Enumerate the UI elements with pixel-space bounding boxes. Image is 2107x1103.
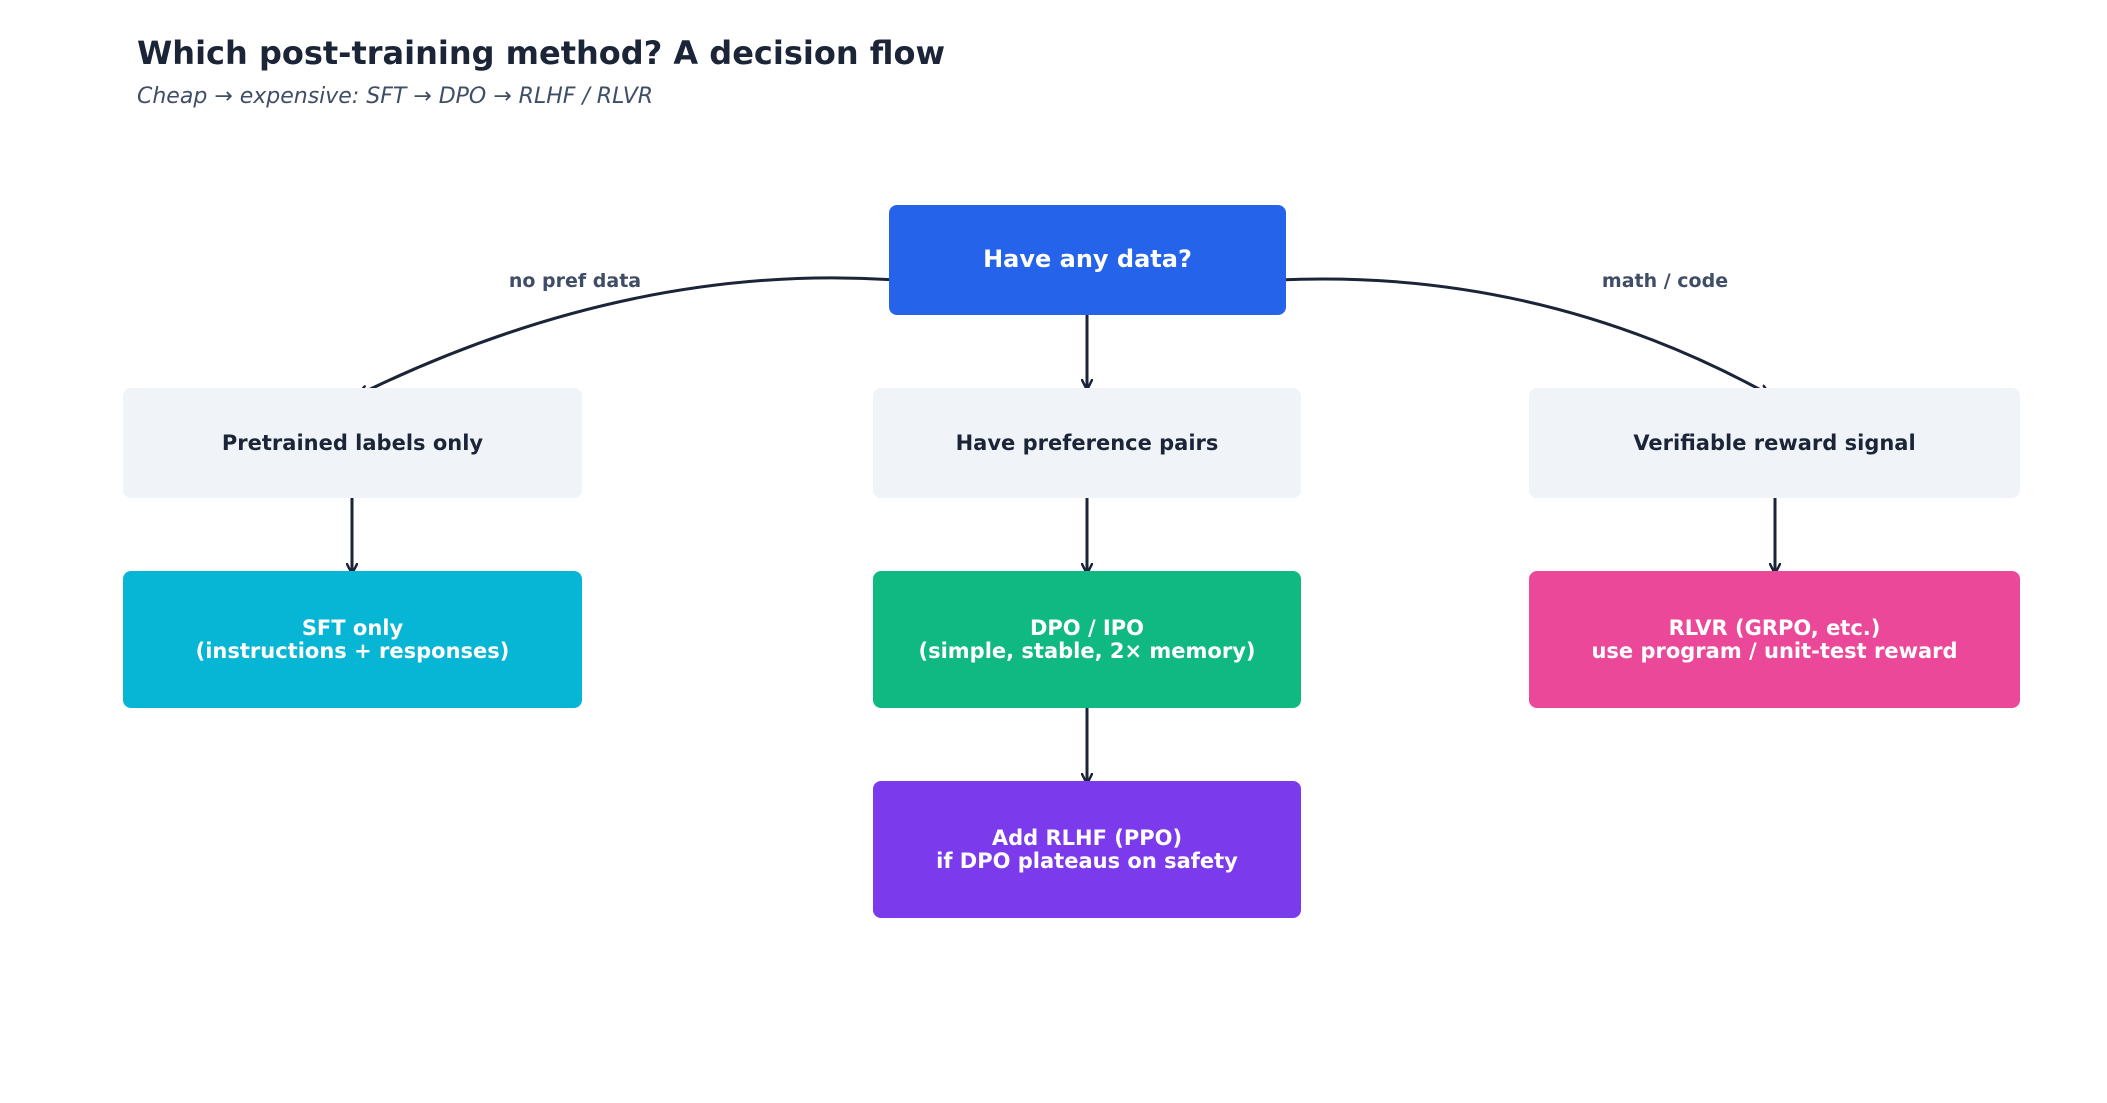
node-pretrained-labels-only: Pretrained labels only [123, 388, 582, 498]
node-add-rlhf: Add RLHF (PPO) if DPO plateaus on safety [873, 781, 1301, 918]
node-sft-only: SFT only (instructions + responses) [123, 571, 582, 708]
node-dpo-ipo: DPO / IPO (simple, stable, 2× memory) [873, 571, 1301, 708]
edge-root-to-verifiable [1277, 277, 1770, 397]
edge-label-no-pref-data: no pref data [508, 270, 642, 292]
node-have-preference-pairs: Have preference pairs [873, 388, 1301, 498]
node-rlvr: RLVR (GRPO, etc.) use program / unit-tes… [1529, 571, 2020, 708]
node-have-any-data: Have any data? [889, 205, 1286, 315]
edge-root-to-no-pref [358, 276, 897, 395]
node-verifiable-reward-signal: Verifiable reward signal [1529, 388, 2020, 498]
page-subtitle: Cheap → expensive: SFT → DPO → RLHF / RL… [137, 84, 654, 109]
page-title: Which post-training method? A decision f… [137, 34, 946, 72]
edge-label-math-code: math / code [1601, 270, 1729, 292]
